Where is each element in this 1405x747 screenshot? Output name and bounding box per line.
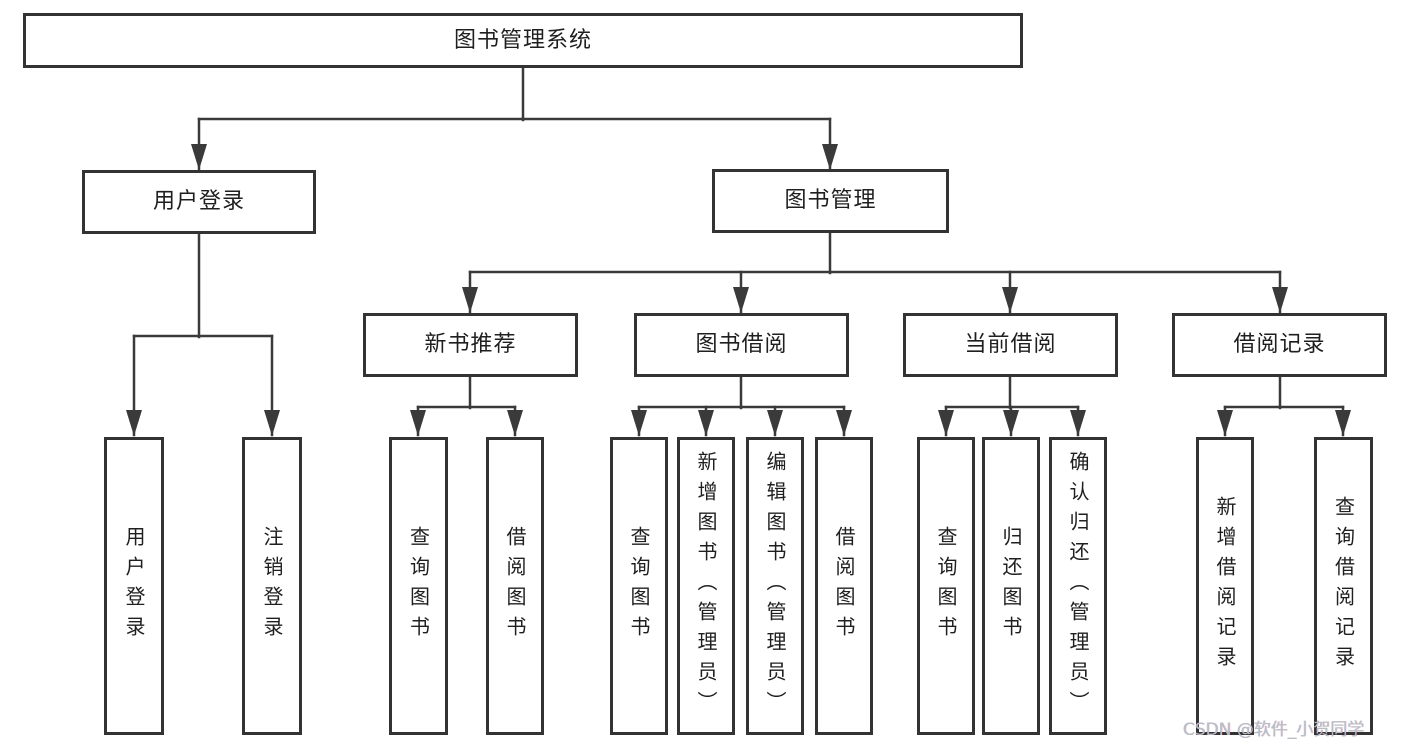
node-label: 用户登录 [152,189,245,214]
node-label: 查询图书 [934,526,958,646]
node-label: 注销登录 [260,526,284,646]
node-label: 图书管理系统 [453,27,592,53]
node-current-borrowing: 当前借阅 [903,313,1118,377]
node-borrowing-records: 借阅记录 [1172,313,1387,377]
leaf-borrow-book-borrow: 借阅图书 [815,437,873,735]
leaf-borrow-book-recommend: 借阅图书 [486,437,544,735]
node-label: 查询图书 [627,526,651,646]
node-user-login-branch: 用户登录 [82,170,316,234]
leaf-return-book: 归还图书 [982,437,1040,735]
node-label: 图书借阅 [695,332,788,357]
node-label: 编辑图书（管理员） [763,451,787,721]
node-label: 用户登录 [122,526,146,646]
leaf-logout: 注销登录 [242,437,302,735]
node-label: 新增借阅记录 [1213,496,1237,676]
leaf-query-borrow-record: 查询借阅记录 [1314,437,1373,735]
node-label: 新增图书（管理员） [694,451,718,721]
node-label: 借阅图书 [503,526,527,646]
node-label: 查询借阅记录 [1331,496,1356,676]
leaf-user-login: 用户登录 [104,437,164,735]
node-label: 借阅记录 [1233,332,1326,357]
node-library-management-system: 图书管理系统 [23,13,1023,68]
node-label: 新书推荐 [424,332,517,357]
node-new-book-recommend: 新书推荐 [363,313,578,377]
leaf-query-book-current: 查询图书 [917,437,975,735]
leaf-add-borrow-record: 新增借阅记录 [1196,437,1254,735]
leaf-edit-book-admin: 编辑图书（管理员） [746,437,804,735]
node-label: 图书管理 [784,188,877,213]
leaf-add-book-admin: 新增图书（管理员） [677,437,735,735]
leaf-confirm-return-admin: 确认归还（管理员） [1049,437,1107,735]
node-book-borrowing: 图书借阅 [634,313,849,377]
csdn-watermark: CSDN @软件_小贺同学 [1183,720,1365,740]
node-label: 归还图书 [999,526,1023,646]
leaf-query-book-borrow: 查询图书 [610,437,668,735]
node-label: 借阅图书 [832,526,856,646]
node-book-management-branch: 图书管理 [712,169,949,233]
leaf-query-book-recommend: 查询图书 [389,437,448,735]
node-label: 查询图书 [406,526,431,646]
node-label: 当前借阅 [964,332,1057,357]
node-label: 确认归还（管理员） [1066,451,1090,721]
